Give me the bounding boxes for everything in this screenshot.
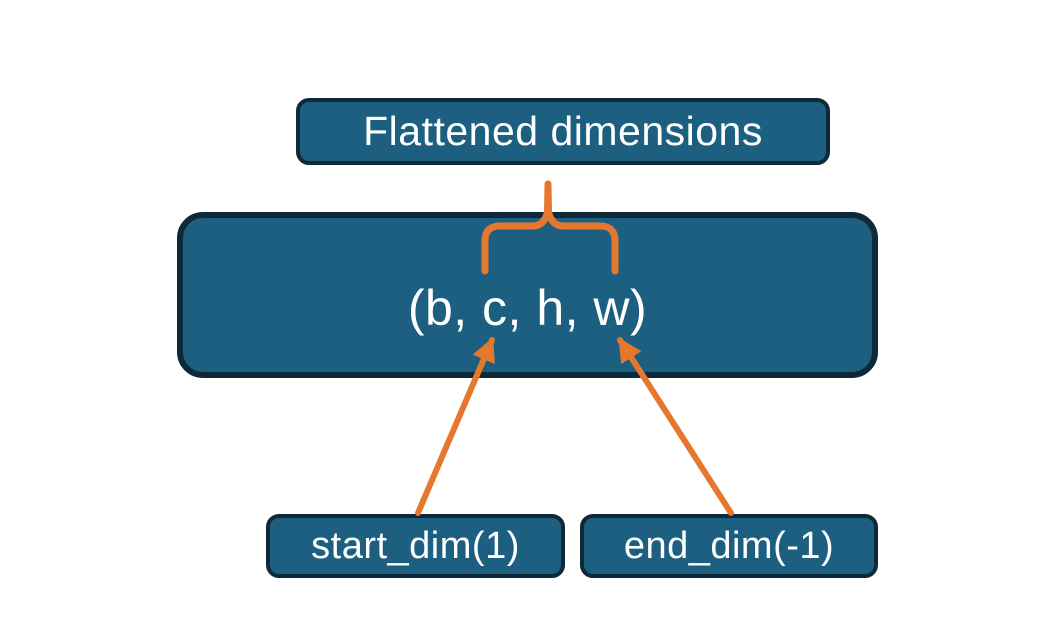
start-dim-box: start_dim(1) [266, 514, 565, 578]
start-dim-label: start_dim(1) [311, 524, 520, 567]
tensor-shape-box: (b, c, h, w) [177, 212, 878, 378]
end-dim-label: end_dim(-1) [623, 524, 835, 567]
end-dim-box: end_dim(-1) [580, 514, 878, 578]
flattened-dimensions-box: Flattened dimensions [296, 98, 830, 165]
flattened-dimensions-label: Flattened dimensions [363, 108, 763, 154]
tensor-shape-label: (b, c, h, w) [407, 280, 648, 336]
